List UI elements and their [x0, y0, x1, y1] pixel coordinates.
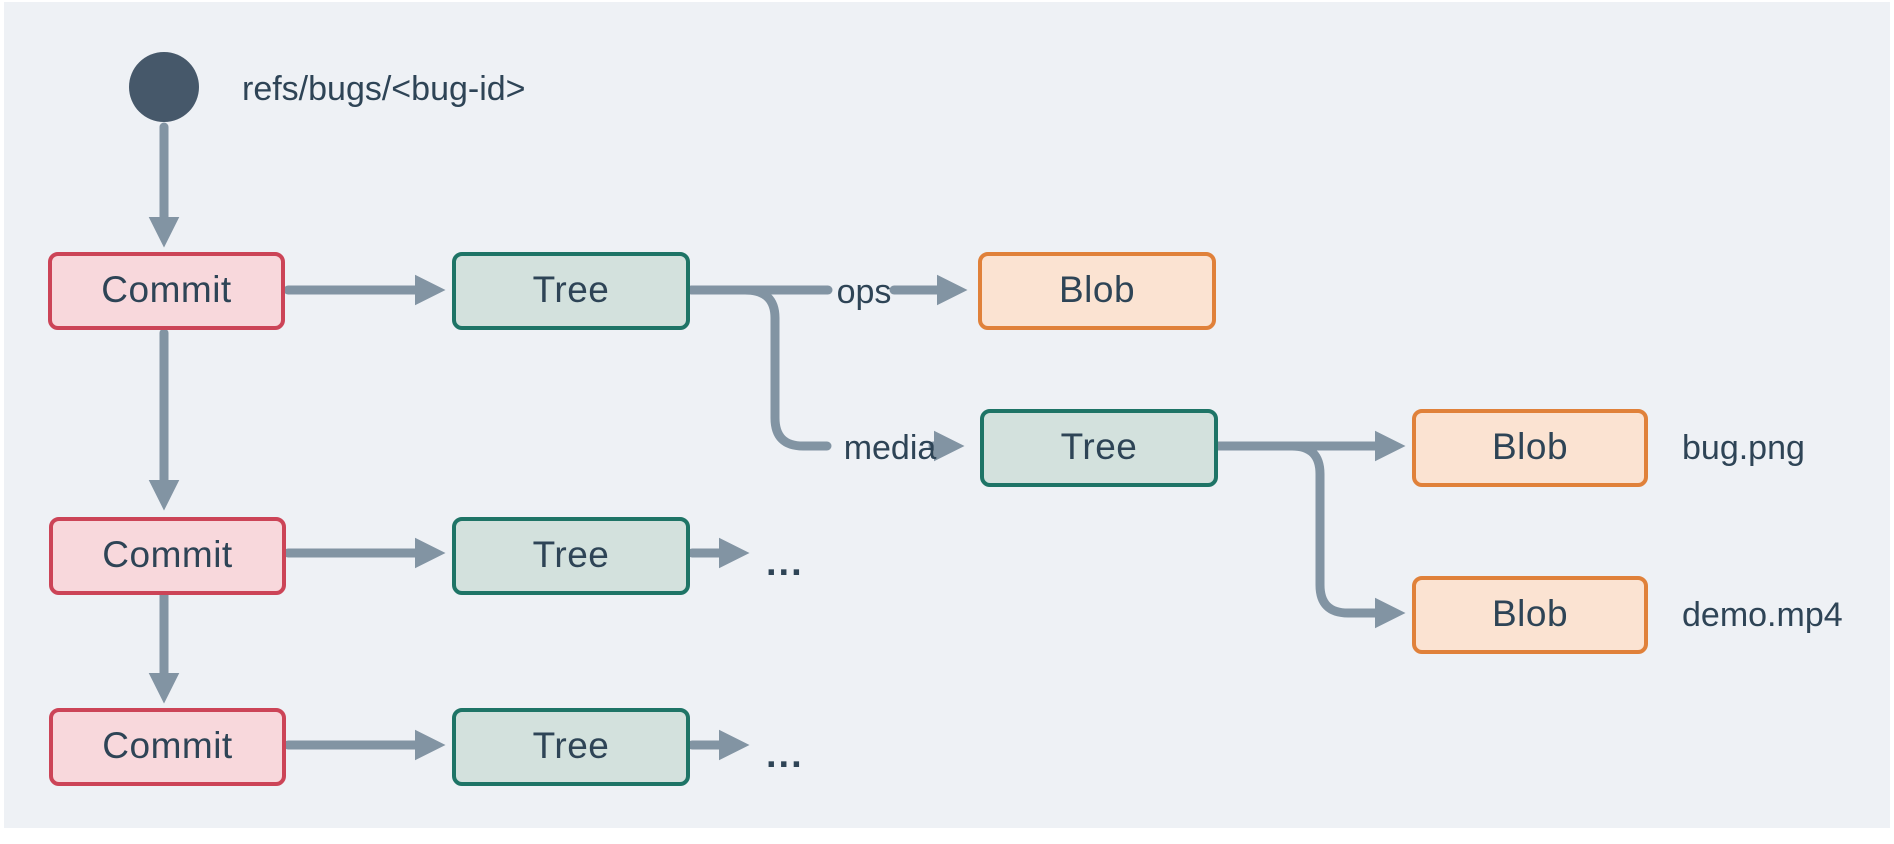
commit-node-2: Commit — [49, 517, 286, 595]
blob-node-bug-label: Blob — [1491, 426, 1569, 467]
edge-label-media: media — [843, 428, 937, 467]
commit-node-3: Commit — [49, 708, 286, 786]
tree-node-2: Tree — [452, 517, 690, 595]
commit-node-2-label: Commit — [102, 534, 233, 575]
ref-circle — [129, 52, 199, 122]
ellipsis-row-2: ... — [766, 542, 804, 584]
edge-label-ops: ops — [836, 272, 892, 311]
file-label-demo-mp4: demo.mp4 — [1682, 595, 1843, 634]
ellipsis-row-3: ... — [766, 734, 804, 776]
tree-node-2-label: Tree — [532, 534, 610, 575]
blob-node-bug: Blob — [1412, 409, 1648, 487]
tree-node-1-label: Tree — [532, 269, 610, 310]
edge-tree1-branch-media — [740, 285, 832, 451]
file-label-bug-png: bug.png — [1682, 428, 1805, 467]
tree-node-media: Tree — [980, 409, 1218, 487]
commit-node-1-label: Commit — [101, 269, 232, 310]
tree-node-3-label: Tree — [532, 725, 610, 766]
edge-treemedia-branch-demo — [1287, 441, 1406, 629]
blob-node-ops: Blob — [978, 252, 1216, 330]
blob-node-demo-label: Blob — [1491, 593, 1569, 634]
commit-node-3-label: Commit — [102, 725, 233, 766]
tree-node-1: Tree — [452, 252, 690, 330]
commit-node-1: Commit — [48, 252, 285, 330]
tree-node-media-label: Tree — [1060, 426, 1138, 467]
blob-node-demo: Blob — [1412, 576, 1648, 654]
ref-label: refs/bugs/<bug-id> — [242, 70, 526, 108]
blob-node-ops-label: Blob — [1058, 269, 1136, 310]
tree-node-3: Tree — [452, 708, 690, 786]
diagram-canvas: refs/bugs/<bug-id> Commit Tree Blob ops … — [4, 2, 1890, 828]
